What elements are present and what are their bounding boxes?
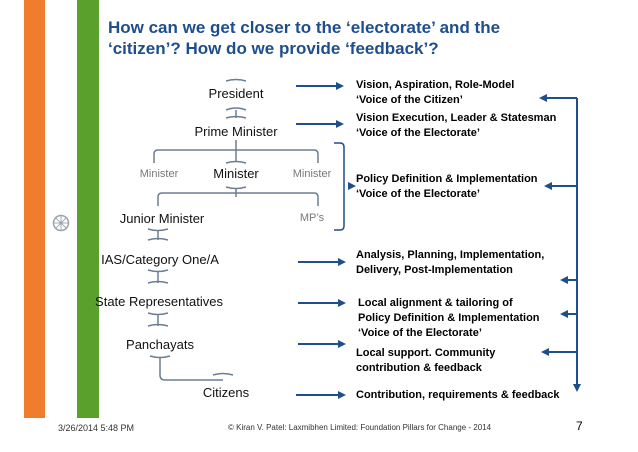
connector-minister-wings: [225, 160, 247, 164]
desc-citizens-line-1: Contribution, requirements & feedback: [356, 389, 560, 401]
footer-copyright: © Kiran V. Patel: Laxmibhen Limited: Fou…: [228, 423, 492, 432]
bracket-ministers: [334, 142, 345, 231]
desc-state-line-2: Policy Definition & Implementation: [358, 312, 540, 324]
desc-pm-line-1: Vision Execution, Leader & Statesman: [356, 112, 557, 124]
arrow-feedback-top: [539, 94, 577, 102]
arrow-layer: [296, 82, 581, 399]
node-minister: Minister: [213, 166, 259, 181]
node-citizens: Citizens: [202, 385, 250, 400]
footer-date: 3/26/2014 5:48 PM: [58, 423, 135, 433]
desc-pm-line-2: ‘Voice of the Electorate’: [356, 127, 480, 139]
slide-title: How can we get closer to the ‘electorate…: [108, 17, 608, 59]
flag-orange-band: [24, 0, 45, 418]
slide-number: 7: [576, 419, 583, 433]
desc-ministers: Policy Definition & Implementation ‘Voic…: [356, 172, 538, 202]
arrow-ias: [298, 258, 346, 266]
arrow-ministers: [348, 182, 356, 190]
arrow-feedback-policy: [544, 182, 577, 190]
desc-president: Vision, Aspiration, Role-Model ‘Voice of…: [356, 78, 514, 108]
connector-pm-ministers: [153, 140, 319, 163]
arrow-citizens: [296, 391, 346, 399]
connector-president-top: [225, 78, 247, 82]
desc-ministers-line-1: Policy Definition & Implementation: [356, 173, 538, 185]
node-minister-left: Minister: [139, 168, 179, 180]
desc-ias: Analysis, Planning, Implementation, Deli…: [356, 248, 544, 278]
flag-white-band: [45, 0, 77, 418]
arrow-prime-minister: [296, 120, 344, 128]
desc-ias-line-2: Delivery, Post-Implementation: [356, 264, 513, 276]
node-ias: IAS/Category One/A: [101, 252, 219, 267]
desc-ministers-line-2: ‘Voice of the Electorate’: [356, 188, 480, 200]
desc-panchayats: Local support. Community contribution & …: [356, 346, 495, 376]
desc-ias-line-1: Analysis, Planning, Implementation,: [356, 249, 545, 261]
desc-citizens: Contribution, requirements & feedback: [356, 388, 560, 403]
desc-president-line-1: Vision, Aspiration, Role-Model: [356, 79, 515, 91]
node-minister-right: Minister: [292, 168, 332, 180]
arrow-feedback-state: [560, 310, 577, 318]
node-president: President: [208, 86, 264, 101]
title-line-2: ‘citizen’? How do we provide ‘feedback’?: [108, 39, 439, 58]
node-prime-minister: Prime Minister: [194, 124, 278, 139]
connector-junior-ias: [147, 228, 169, 241]
connector-panchayats-citizens: [149, 355, 234, 381]
arrow-panchayats: [298, 340, 346, 348]
flag-green-band: [77, 0, 99, 418]
arrow-feedback-down: [573, 370, 581, 392]
connector-ias-state: [147, 269, 169, 284]
desc-state-representatives: Local alignment & tailoring of Policy De…: [358, 296, 540, 341]
connector-minister-junior: [157, 186, 319, 206]
desc-state-line-1: Local alignment & tailoring of: [358, 297, 513, 309]
title-line-1: How can we get closer to the ‘electorate…: [108, 18, 501, 37]
connector-state-panchayats: [147, 312, 169, 327]
arrow-feedback-community: [541, 348, 577, 356]
node-mps: MP’s: [299, 212, 325, 224]
node-state-representatives: State Representatives: [95, 294, 223, 309]
desc-prime-minister: Vision Execution, Leader & Statesman ‘Vo…: [356, 111, 556, 141]
desc-president-line-2: ‘Voice of the Citizen’: [356, 94, 463, 106]
arrow-feedback-analysis: [560, 276, 577, 284]
desc-state-line-3: ‘Voice of the Electorate’: [358, 327, 482, 339]
chakra-icon: [52, 214, 70, 232]
arrow-president: [296, 82, 344, 90]
desc-panchayats-line-1: Local support. Community: [356, 347, 496, 359]
node-panchayats: Panchayats: [126, 337, 194, 352]
connector-president-pm: [225, 107, 247, 119]
arrow-state: [298, 299, 346, 307]
desc-panchayats-line-2: contribution & feedback: [356, 362, 482, 374]
node-junior-minister: Junior Minister: [119, 211, 205, 226]
